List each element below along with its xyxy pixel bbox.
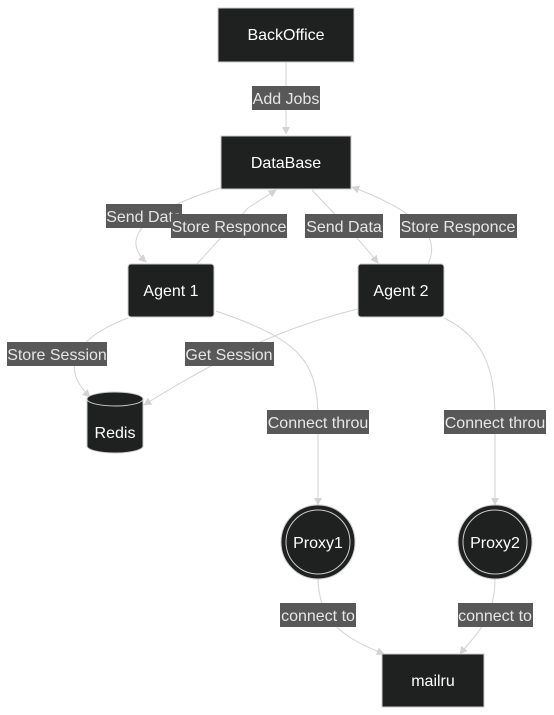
edge-label-store-responce-1-text: Store Responce xyxy=(172,219,287,236)
edge-label-connect-throu-1: Connect throu xyxy=(267,410,369,434)
node-backoffice-label: BackOffice xyxy=(247,27,324,44)
edge-label-get-session: Get Session xyxy=(185,342,274,366)
edge-label-add-jobs-text: Add Jobs xyxy=(253,91,320,108)
edge-label-store-responce-2-text: Store Responce xyxy=(401,219,516,236)
nodes: BackOffice DataBase Agent 1 Agent 2 Redi… xyxy=(86,7,533,708)
edge-label-store-session-text: Store Session xyxy=(7,347,107,364)
redis-cylinder-icon xyxy=(86,391,144,454)
node-mailru-label: mailru xyxy=(411,673,455,690)
edge-label-send-data-1-text: Send Data xyxy=(106,209,182,226)
node-mailru[interactable]: mailru xyxy=(381,653,485,708)
node-redis[interactable]: Redis xyxy=(86,391,144,454)
edge-label-store-session: Store Session xyxy=(7,342,107,366)
edge-label-connect-to-2-text: connect to xyxy=(458,608,532,625)
node-agent2-label: Agent 2 xyxy=(373,283,428,300)
node-proxy1[interactable]: Proxy1 xyxy=(280,504,356,580)
edge-label-connect-to-2: connect to xyxy=(458,603,533,627)
edge-agent1-database xyxy=(195,189,277,266)
node-proxy2-label: Proxy2 xyxy=(470,535,520,552)
edge-label-connect-throu-2: Connect throu xyxy=(444,410,546,434)
edge-label-connect-throu-1-text: Connect throu xyxy=(268,415,369,432)
node-backoffice[interactable]: BackOffice xyxy=(217,7,355,63)
edge-label-add-jobs: Add Jobs xyxy=(252,86,320,110)
edge-proxy1-mailru xyxy=(317,577,385,655)
node-proxy1-label: Proxy1 xyxy=(293,535,343,552)
edge-label-send-data-1: Send Data xyxy=(106,204,182,228)
node-agent2[interactable]: Agent 2 xyxy=(357,263,445,318)
edge-label-get-session-text: Get Session xyxy=(185,347,272,364)
node-agent1[interactable]: Agent 1 xyxy=(127,263,215,318)
node-proxy2[interactable]: Proxy2 xyxy=(457,504,533,580)
redis-cylinder-top xyxy=(86,398,144,407)
edge-label-store-responce-2: Store Responce xyxy=(400,214,517,238)
edge-label-send-data-2-text: Send Data xyxy=(306,219,382,236)
edge-agent1-proxy1 xyxy=(215,310,322,506)
edge-labels: Add Jobs Send Data Store Responce Send D… xyxy=(7,86,546,627)
node-redis-label: Redis xyxy=(95,425,136,442)
edge-label-connect-to-1-text: connect to xyxy=(281,608,355,625)
edge-label-send-data-2: Send Data xyxy=(305,214,383,238)
edge-label-store-responce-1: Store Responce xyxy=(171,214,287,238)
node-agent1-label: Agent 1 xyxy=(143,283,198,300)
edge-label-connect-throu-2-text: Connect throu xyxy=(445,415,546,432)
node-database-label: DataBase xyxy=(251,155,321,172)
node-database[interactable]: DataBase xyxy=(220,135,352,190)
edge-label-connect-to-1: connect to xyxy=(280,603,356,627)
